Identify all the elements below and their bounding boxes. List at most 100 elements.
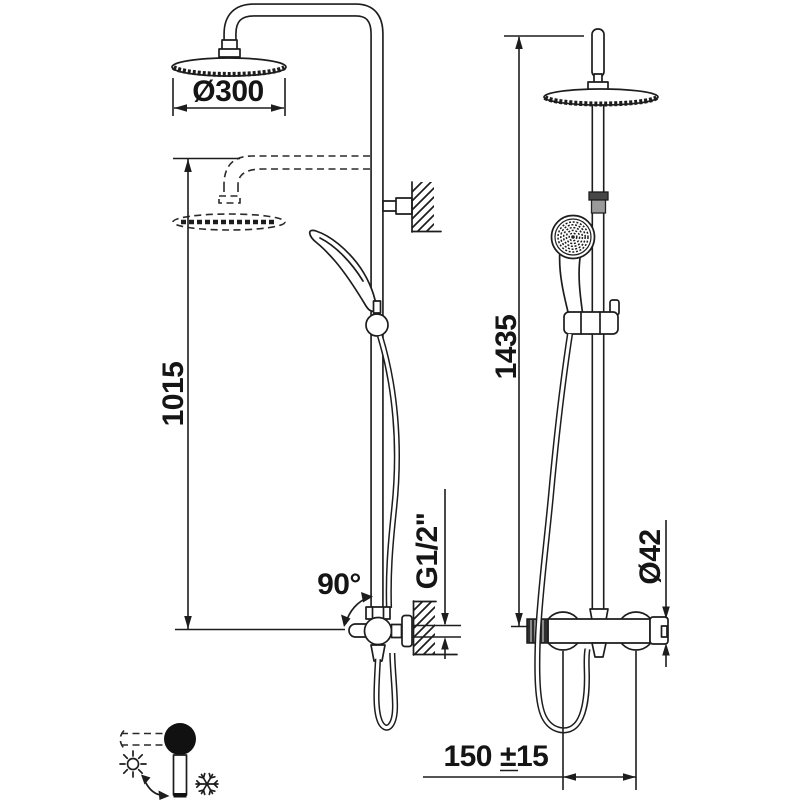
- arrowhead-right: [271, 104, 284, 112]
- knob-ghost-edge: [119, 729, 125, 749]
- arc-arrowhead: [341, 614, 351, 627]
- hatch-line: [412, 182, 424, 193]
- joint-body: [590, 199, 607, 214]
- hose-fill: [535, 333, 590, 732]
- arrowhead-up: [184, 159, 192, 172]
- hatch-line: [413, 661, 435, 683]
- dimension-label-supply-tolerance: ±15: [500, 740, 548, 773]
- snowflake-tick: [213, 779, 219, 789]
- ghost-head-disc: [172, 213, 286, 231]
- hatch-line: [413, 601, 434, 621]
- top-rod-side: [587, 28, 609, 91]
- bracket-base: [395, 197, 413, 215]
- snowflake-tick: [208, 772, 216, 779]
- overhead-shower-front: [171, 39, 287, 77]
- rotation-arrowhead: [158, 790, 170, 800]
- hatch-line: [413, 615, 435, 639]
- sun-ray: [137, 753, 144, 760]
- hatch-line: [412, 187, 434, 211]
- arm-riser-fill: [224, 4, 383, 613]
- end-cap-detail: [660, 625, 668, 638]
- annotation-swivel-angle: 90°: [317, 568, 373, 627]
- valve-body: [363, 616, 393, 646]
- temperature-knob-icon: [164, 723, 196, 755]
- arrowhead-up: [441, 637, 449, 650]
- riser-and-arm-front: [223, 3, 384, 613]
- arrowhead-right: [623, 773, 636, 781]
- hatch-line: [421, 642, 435, 655]
- snowflake-tick: [208, 789, 216, 796]
- front-view: Ø300 1015 90° G1/2": [157, 3, 461, 731]
- valve-wall-flange: [401, 614, 413, 648]
- ghost-lowered-position: [172, 155, 370, 231]
- dimension-label-mixer-diameter: Ø42: [634, 529, 667, 584]
- arrowhead-up: [515, 36, 523, 49]
- head-spray-band: [172, 65, 286, 77]
- mixer-valve-front: [348, 606, 413, 662]
- arrowhead-down: [662, 606, 670, 619]
- slider-knob-front: [365, 300, 389, 337]
- rotation-arrowhead: [141, 774, 151, 785]
- head-spray-band-side: [543, 95, 659, 107]
- arrowhead-up: [662, 643, 670, 656]
- overhead-shower-side: [543, 88, 659, 107]
- hose-front-upper: [377, 335, 401, 609]
- hatch-line: [413, 624, 435, 648]
- hand-shower-handle: [558, 249, 584, 317]
- joint-ring: [588, 191, 609, 201]
- sun-icon: [119, 750, 147, 778]
- spray-center-dot: [571, 235, 575, 239]
- side-view: 1435 Ø42 150 ±15: [423, 28, 670, 790]
- sun-ray: [137, 768, 144, 775]
- hatch-line: [412, 233, 434, 255]
- arrowhead-down: [515, 613, 523, 626]
- dimension-label-supply-spacing: 150: [443, 740, 492, 773]
- hatch-line: [412, 205, 434, 229]
- snowflake-tick: [195, 779, 201, 789]
- spray-ring: [568, 232, 578, 242]
- head-flange: [218, 48, 241, 58]
- sun-ray: [122, 753, 129, 760]
- dimension-total-height: 1435: [490, 35, 584, 628]
- dimension-supply-spacing: 150 ±15: [423, 651, 637, 790]
- rotation-arrow-icon: [141, 774, 170, 800]
- slider-clamp-side: [563, 299, 620, 335]
- valve-hose-outlet: [370, 644, 386, 662]
- snowflake-tick: [198, 789, 206, 796]
- wall-bracket-upper: [382, 181, 442, 255]
- clamp-body: [563, 311, 619, 335]
- hand-shower-body: [308, 229, 377, 312]
- hose-side: [534, 333, 591, 734]
- snowflake-tick: [198, 772, 206, 779]
- dimension-mixer-diameter: Ø42: [634, 520, 670, 667]
- hand-shower-side: [550, 214, 596, 317]
- ghost-arm-outer: [223, 155, 370, 186]
- hatch-line: [412, 182, 433, 202]
- ghost-arm-inner: [237, 168, 370, 186]
- arrowhead-down: [441, 613, 449, 626]
- wall-lower: [412, 600, 458, 683]
- hatch-line: [412, 196, 434, 220]
- dimension-label-head-diameter: Ø300: [192, 75, 263, 108]
- pipe-wall-joint-side: [588, 191, 609, 214]
- bracket-arm: [382, 200, 398, 212]
- hose-front-loop: [373, 652, 399, 731]
- wall-hatch-upper: [412, 182, 434, 255]
- rod: [591, 28, 605, 78]
- arc-arrowhead: [361, 592, 373, 603]
- sun-ray: [122, 768, 129, 775]
- ghost-flange: [218, 195, 241, 204]
- hatch-line: [413, 601, 425, 612]
- spray-ring: [562, 226, 584, 248]
- mixer-bar: [547, 618, 651, 644]
- dimension-head-diameter: Ø300: [172, 75, 286, 116]
- hose-fill: [374, 652, 397, 730]
- slider-stem: [372, 300, 382, 314]
- wall-hatch-lower: [413, 601, 435, 683]
- hand-shower-contour: [319, 237, 364, 282]
- thermostatic-mixer-side: [526, 608, 669, 658]
- hand-shower-front: [308, 229, 377, 312]
- spray-ring: [557, 221, 589, 253]
